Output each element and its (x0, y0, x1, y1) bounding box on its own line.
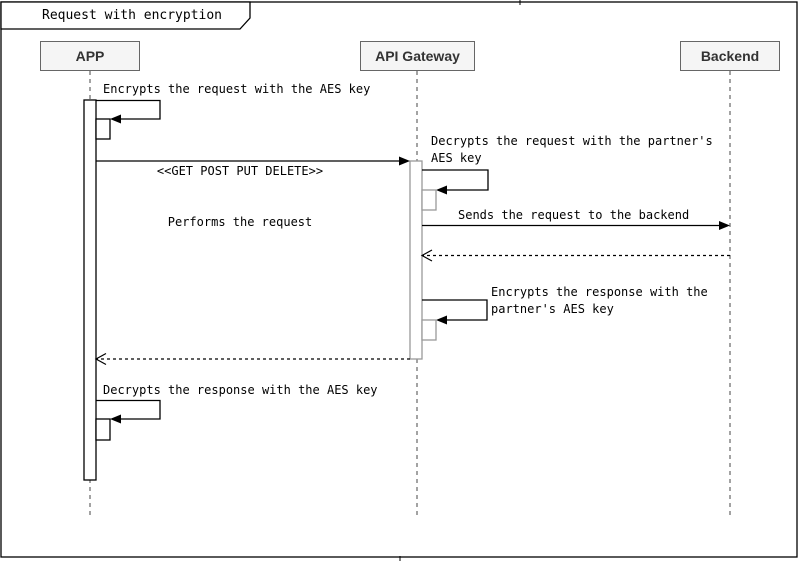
self-message-arrow-encrypt-request (95, 99, 161, 140)
participant-api-gateway-label: API Gateway (375, 48, 460, 64)
participant-backend-label: Backend (700, 48, 760, 64)
sync-arrow-sends-request (422, 221, 730, 230)
diagram-title: Request with encryption (42, 8, 223, 23)
frame-title-tab (0, 1, 251, 30)
participant-app-label: APP (75, 48, 105, 64)
message-label-sends-request: Sends the request to the backend (458, 208, 690, 222)
return-arrow-backend-to-gateway (420, 249, 730, 262)
participant-backend: Backend (680, 41, 780, 71)
activation-app-nested-1 (95, 118, 111, 140)
message-label-performs-request-text: Performs the request (167, 215, 313, 229)
return-arrow-gateway-to-app (94, 352, 410, 366)
self-message-arrow-encrypt-response (421, 299, 488, 341)
message-label-decrypt-request: Decrypts the request with the partner's … (431, 134, 713, 165)
self-message-arrow-decrypt-response (95, 399, 161, 441)
activation-app (83, 99, 97, 481)
message-stereotype-http-verbs: <<GET POST PUT DELETE>> (156, 164, 324, 178)
activation-api-gateway (409, 160, 423, 360)
message-label-decrypt-response: Decrypts the response with the AES key (103, 383, 378, 397)
message-label-performs-request: <<GET POST PUT DELETE>> Performs the req… (80, 129, 400, 265)
message-label-encrypt-response: Encrypts the response with the partner's… (491, 285, 708, 316)
participant-app: APP (40, 41, 140, 71)
activation-gateway-nested-1 (421, 189, 437, 211)
activation-app-nested-2 (95, 418, 111, 441)
sync-arrow-performs-request (96, 156, 410, 166)
message-label-encrypt-request: Encrypts the request with the AES key (103, 82, 371, 96)
activation-gateway-nested-2 (421, 319, 437, 341)
participant-api-gateway: API Gateway (360, 41, 475, 71)
self-message-arrow-decrypt-request (421, 169, 489, 211)
